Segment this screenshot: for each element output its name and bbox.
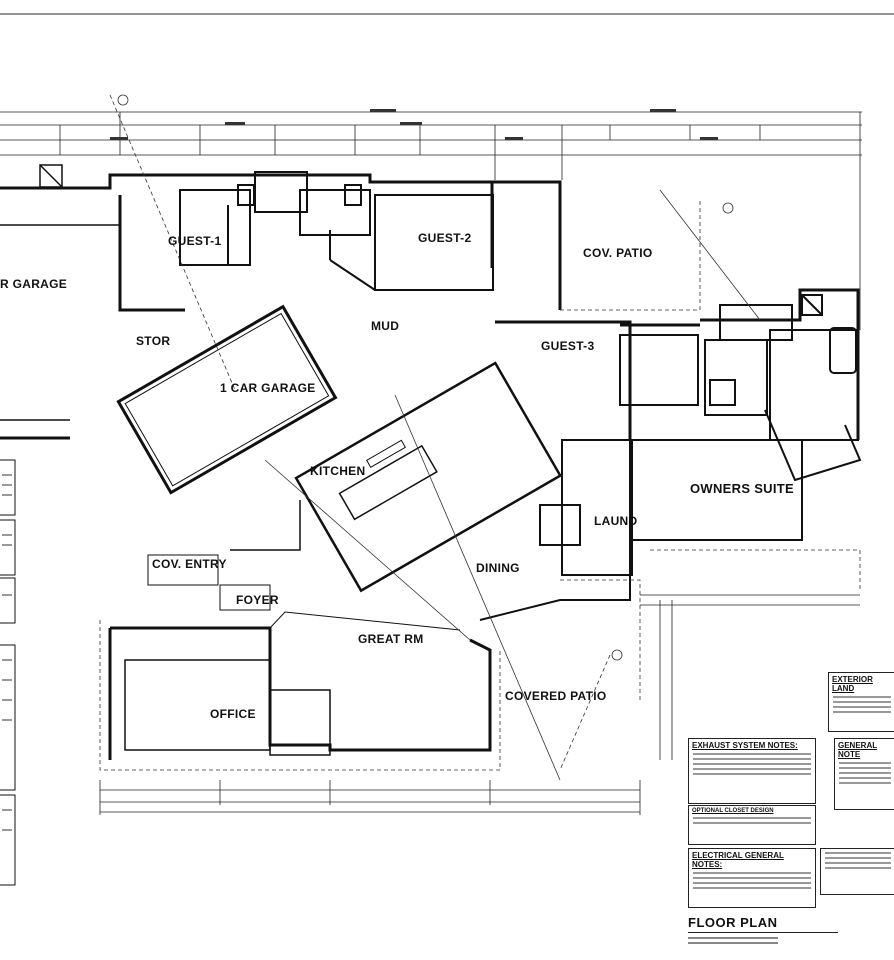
room-label-garage: R GARAGE — [0, 277, 67, 291]
room-label-guest-1: GUEST-1 — [168, 234, 221, 248]
exterior-land-box: EXTERIOR LAND — [828, 672, 894, 732]
room-label-kitchen: KITCHEN — [310, 464, 365, 478]
room-label-mud: MUD — [371, 319, 399, 333]
room-label-great-rm: GREAT RM — [358, 632, 424, 646]
room-label-laund: LAUND — [594, 514, 638, 528]
left-note-boxes — [0, 459, 16, 886]
room-label-dining: DINING — [476, 561, 520, 575]
room-label-1-car-garage: 1 CAR GARAGE — [220, 381, 316, 395]
floor-plan-title: FLOOR PLAN — [688, 915, 778, 930]
roof-overhang-lines — [99, 94, 861, 771]
one-car-garage — [116, 304, 338, 495]
owners-suite-walls — [539, 294, 862, 576]
electrical-notes-heading: ELECTRICAL GENERAL NOTES: — [692, 851, 784, 869]
ceiling-notes-box — [820, 848, 894, 895]
room-label-cov-patio: COV. PATIO — [583, 246, 652, 260]
closet-design-heading: OPTIONAL CLOSET DESIGN — [692, 808, 774, 814]
electrical-notes-box: ELECTRICAL GENERAL NOTES: — [688, 848, 816, 908]
dimension-lines-top — [0, 111, 862, 330]
exhaust-notes-heading: EXHAUST SYSTEM NOTES: — [692, 741, 798, 750]
room-label-office: OFFICE — [210, 707, 256, 721]
kitchen-block — [294, 361, 562, 593]
dimension-lines-bottom — [99, 594, 860, 815]
reference-lines — [117, 94, 761, 781]
room-label-foyer: FOYER — [236, 593, 279, 607]
room-label-covered-patio: COVERED PATIO — [505, 689, 606, 703]
room-label-guest-2: GUEST-2 — [418, 231, 471, 245]
floor-plan-title-block: FLOOR PLAN — [688, 915, 848, 947]
great-room-walls — [108, 500, 631, 760]
general-notes-box: GENERAL NOTE — [834, 738, 894, 810]
exterior-land-heading: EXTERIOR LAND — [832, 675, 873, 693]
room-label-stor: STOR — [136, 334, 170, 348]
room-label-cov-entry: COV. ENTRY — [152, 557, 227, 571]
room-label-guest-3: GUEST-3 — [541, 339, 594, 353]
closet-design-box: OPTIONAL CLOSET DESIGN — [688, 805, 816, 845]
general-notes-heading: GENERAL NOTE — [838, 741, 878, 759]
room-label-owners-suite: OWNERS SUITE — [690, 481, 794, 496]
exhaust-notes-box: EXHAUST SYSTEM NOTES: — [688, 738, 816, 804]
garage-area — [0, 164, 120, 421]
